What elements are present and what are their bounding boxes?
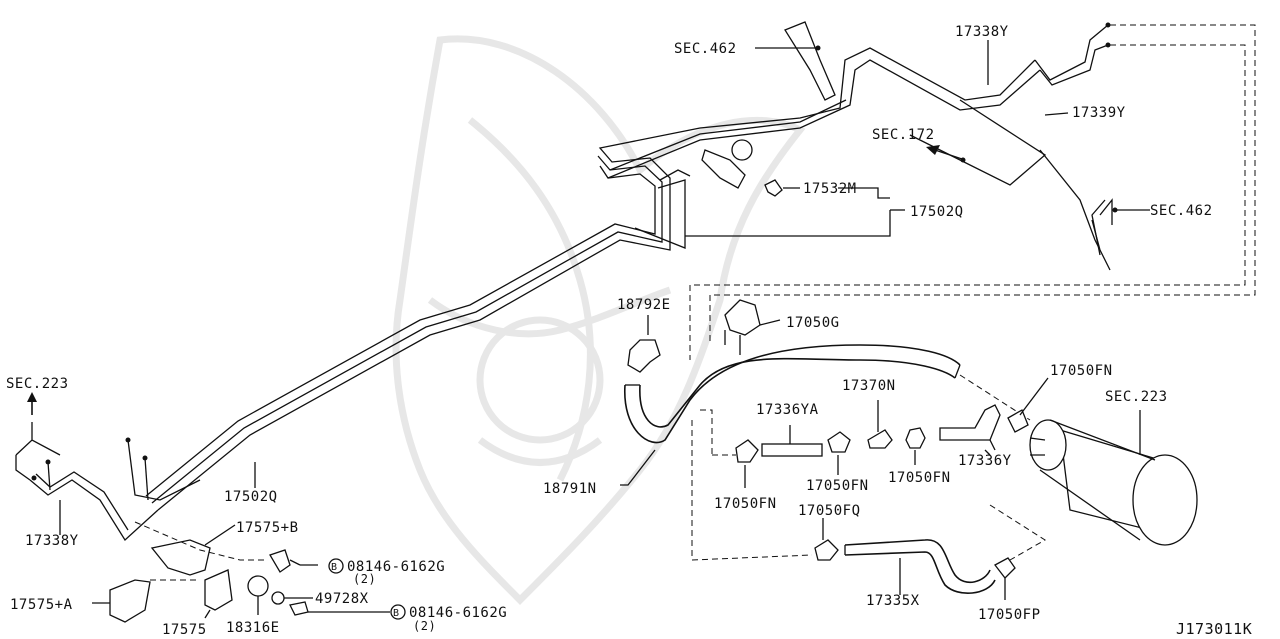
label-bolt2-code: 08146-6162G xyxy=(409,605,507,621)
bolt2-circle-mark xyxy=(390,604,406,620)
sec172-arrow xyxy=(926,145,966,163)
label-17050G: 17050G xyxy=(786,315,840,331)
label-18316E: 18316E xyxy=(226,620,280,636)
label-sec462-right: SEC.462 xyxy=(1150,203,1213,219)
bracket-parts-bottom-left xyxy=(92,521,390,623)
bolt1-circle-letter: B xyxy=(331,562,338,573)
label-bolt2-qty: (2) xyxy=(413,619,436,633)
label-17338Y-left: 17338Y xyxy=(25,533,79,549)
label-sec223-right: SEC.223 xyxy=(1105,389,1168,405)
leader-lines xyxy=(59,40,1069,535)
label-17339Y: 17339Y xyxy=(1072,105,1126,121)
elbow-18792E xyxy=(627,315,661,373)
label-17336Y: 17336Y xyxy=(958,453,1012,469)
label-17575: 17575 xyxy=(162,622,207,638)
label-sec172: SEC.172 xyxy=(872,127,935,143)
label-18792E: 18792E xyxy=(617,297,671,313)
label-17050FP: 17050FP xyxy=(978,607,1041,623)
hose-18791N xyxy=(620,344,961,486)
valve-17532M xyxy=(685,139,905,237)
diagram-id: J173011K xyxy=(1176,620,1252,638)
label-17335X: 17335X xyxy=(866,593,920,609)
label-17575B: 17575+B xyxy=(236,520,299,536)
sec462-top-connector xyxy=(755,21,836,101)
bolt1-circle-mark xyxy=(328,558,344,574)
label-17050FQ: 17050FQ xyxy=(798,503,861,519)
label-17050FN-c: 17050FN xyxy=(888,470,951,486)
label-bolt1-qty: (2) xyxy=(353,572,376,586)
bolt2-circle-letter: B xyxy=(393,608,400,619)
tube-assembly-17502Q xyxy=(145,47,1041,511)
label-17502Q-bottom: 17502Q xyxy=(224,489,278,505)
label-bolt1-code: 08146-6162G xyxy=(347,559,445,575)
tube-left-end xyxy=(29,437,201,542)
label-17575A: 17575+A xyxy=(10,597,73,613)
label-17336YA: 17336YA xyxy=(756,402,819,418)
label-sec223-left: SEC.223 xyxy=(6,376,69,392)
hose-17335X xyxy=(691,420,1046,600)
tube-17339Y xyxy=(689,22,1256,360)
labels: SEC.462 17338Y 17339Y SEC.172 17532M 175… xyxy=(6,24,1252,638)
label-17050FN-right: 17050FN xyxy=(1050,363,1113,379)
sec462-right-connector xyxy=(1099,198,1150,225)
label-17502Q-top: 17502Q xyxy=(910,204,964,220)
label-17532M: 17532M xyxy=(803,181,857,197)
label-sec462-top: SEC.462 xyxy=(674,41,737,57)
clip-17050G xyxy=(724,299,781,355)
canister-sec223 xyxy=(1029,410,1198,546)
label-17050FN-b: 17050FN xyxy=(806,478,869,494)
label-17338Y-top: 17338Y xyxy=(955,24,1009,40)
label-49728X: 49728X xyxy=(315,591,369,607)
label-18791N: 18791N xyxy=(543,481,597,497)
sec223-left-bracket xyxy=(15,392,61,481)
label-17370N: 17370N xyxy=(842,378,896,394)
label-17050FN-a: 17050FN xyxy=(714,496,777,512)
clamp-and-hose-cluster xyxy=(700,374,1049,488)
